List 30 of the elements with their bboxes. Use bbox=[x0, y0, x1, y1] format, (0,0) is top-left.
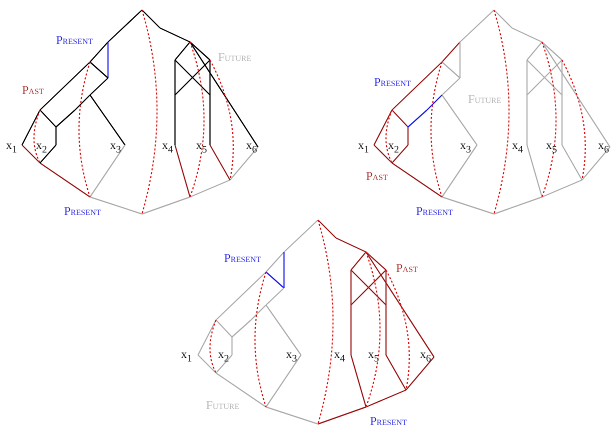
time-label: Present bbox=[56, 34, 93, 46]
variable-label: x$_{2}$ bbox=[218, 348, 229, 364]
variable-label: x$_{4}$ bbox=[512, 139, 523, 156]
variable-label: x$_{5}$ bbox=[196, 139, 207, 156]
variable-label: x$_{4}$ bbox=[162, 139, 173, 156]
variable-label: x$_{2}$ bbox=[36, 139, 47, 156]
time-label: Present bbox=[370, 415, 407, 425]
variable-label: x$_{6}$ bbox=[420, 348, 431, 364]
variable-label: x$_{4}$ bbox=[334, 348, 345, 364]
variable-label: x$_{6}$ bbox=[598, 139, 609, 156]
time-label: Future bbox=[206, 399, 240, 411]
variable-label: x$_{3}$ bbox=[286, 348, 297, 364]
variable-label: x$_{1}$ bbox=[181, 348, 192, 364]
variable-label: x$_{5}$ bbox=[368, 348, 379, 364]
variable-label: x$_{3}$ bbox=[110, 139, 121, 156]
variable-label: x$_{2}$ bbox=[388, 139, 399, 156]
variable-label: x$_{1}$ bbox=[6, 139, 17, 156]
time-label: Present bbox=[374, 76, 411, 88]
variable-label: x$_{1}$ bbox=[358, 139, 369, 156]
time-label: Present bbox=[224, 252, 261, 264]
time-label: Present bbox=[64, 205, 101, 217]
variable-label: x$_{3}$ bbox=[460, 139, 471, 156]
time-label: Past bbox=[396, 262, 418, 274]
time-label: Future bbox=[218, 51, 252, 63]
variable-label: x$_{5}$ bbox=[546, 139, 557, 156]
time-label: Present bbox=[416, 205, 453, 217]
time-label: Past bbox=[366, 170, 388, 182]
time-label: Past bbox=[22, 84, 44, 96]
variable-label: x$_{6}$ bbox=[246, 139, 257, 156]
time-label: Future bbox=[468, 93, 502, 105]
